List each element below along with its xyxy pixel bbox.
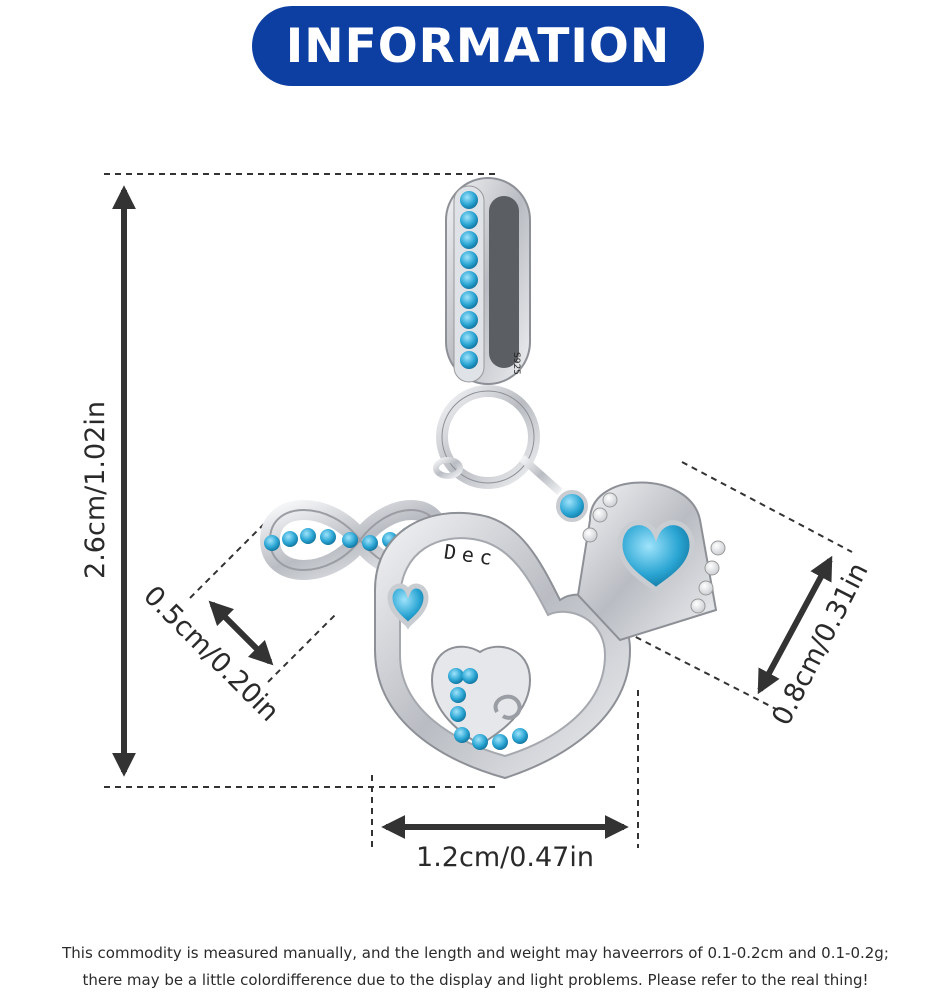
width-dimension: 1.2cm/0.47in bbox=[371, 690, 639, 873]
disclaimer-line-1: This commodity is measured manually, and… bbox=[62, 944, 889, 962]
small-heart-stone bbox=[387, 583, 429, 630]
banner-title: INFORMATION bbox=[285, 18, 671, 74]
bail-stones bbox=[460, 191, 478, 369]
disclaimer-footer: This commodity is measured manually, and… bbox=[0, 940, 951, 994]
crown-heart-stone bbox=[617, 520, 695, 594]
crown-charm bbox=[519, 455, 726, 642]
height-dimension: 2.6cm/1.02in bbox=[80, 173, 500, 788]
crown-clear-stones bbox=[582, 492, 726, 614]
height-label: 2.6cm/1.02in bbox=[80, 401, 111, 579]
silver-stamp: S925 bbox=[511, 352, 521, 375]
information-banner: INFORMATION bbox=[252, 6, 704, 86]
disclaimer-line-2: there may be a little colordifference du… bbox=[82, 971, 869, 989]
charm-bail: S925 bbox=[445, 177, 531, 385]
width-label: 1.2cm/0.47in bbox=[416, 842, 594, 873]
heart-charm: Dec bbox=[374, 468, 632, 780]
infinity-dimension: 0.5cm/0.20in bbox=[137, 515, 339, 728]
heart-stones bbox=[448, 668, 528, 750]
